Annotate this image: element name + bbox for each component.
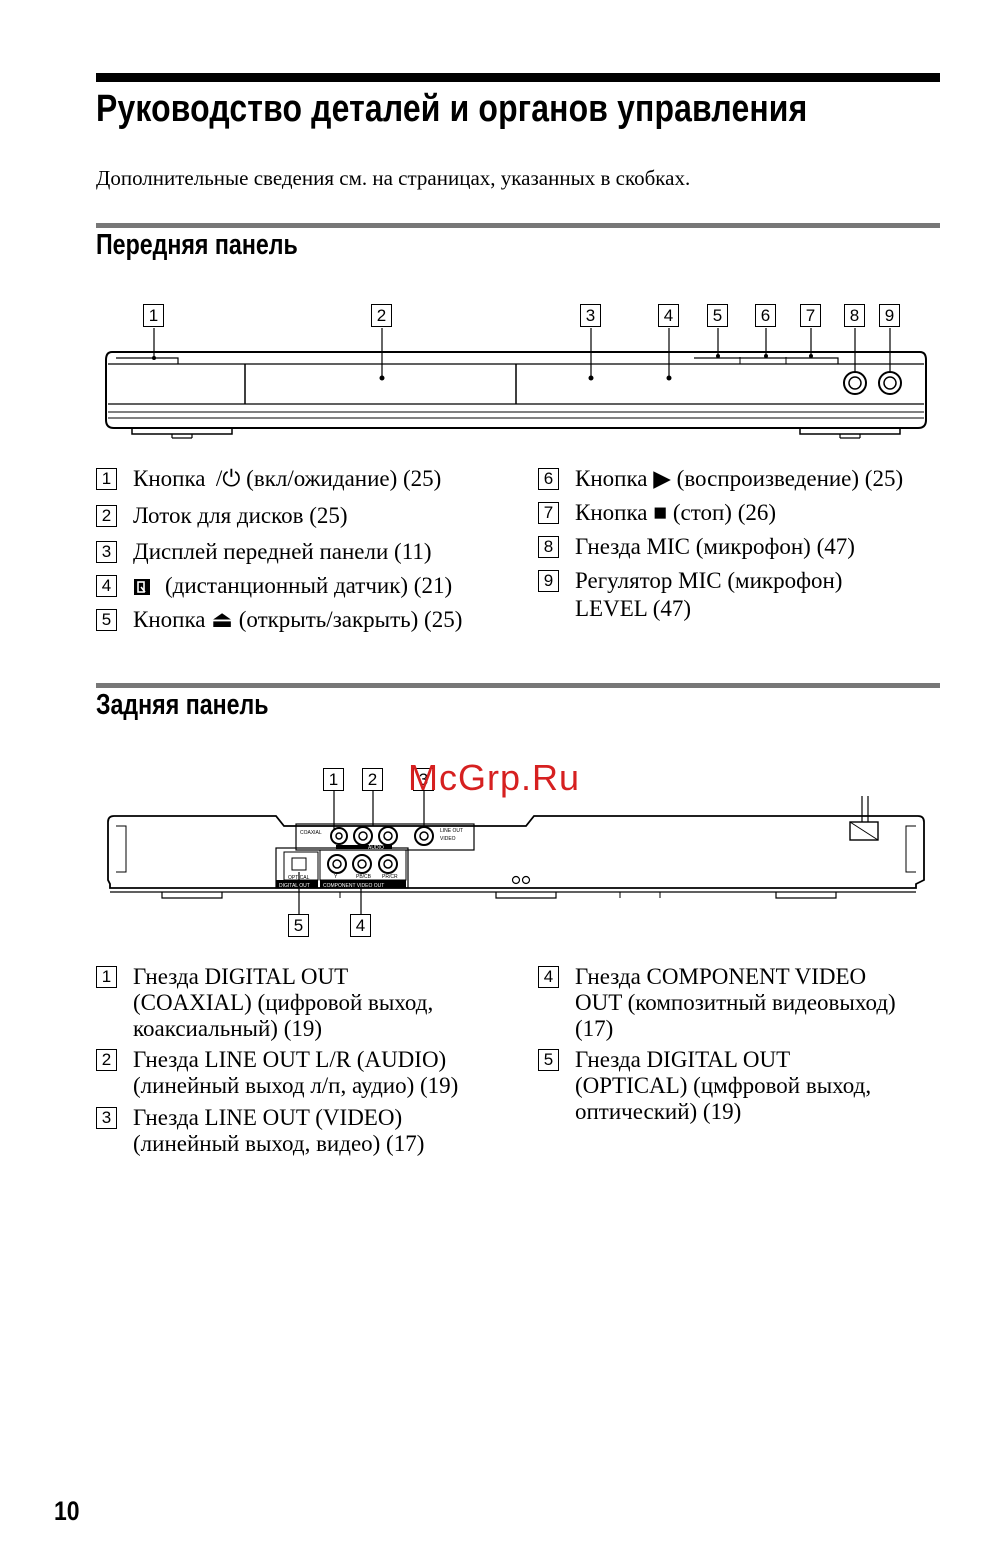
rear-callout-3: 3 — [413, 768, 434, 791]
rear-callout-4: 4 — [350, 914, 371, 937]
page-number: 10 — [54, 1496, 80, 1526]
page-title: Руководство деталей и органов управления — [96, 88, 808, 130]
front-callout-5: 5 — [707, 304, 728, 327]
jack-label-pr: PR/CR — [382, 874, 398, 880]
jack-label-coaxial: COAXIAL — [300, 830, 322, 836]
front-callout-1: 1 — [143, 304, 164, 327]
front-callout-2: 2 — [371, 304, 392, 327]
rear-panel-rule — [96, 683, 940, 688]
front-panel-rule — [96, 223, 940, 228]
title-rule — [96, 73, 940, 82]
rear-panel-drawing: COAXIAL AUDIO LINE OUT VIDEO OPTICAL DIG… — [107, 790, 925, 914]
front-callout-8: 8 — [844, 304, 865, 327]
front-panel-heading: Передняя панель — [96, 229, 298, 261]
front-callout-4: 4 — [658, 304, 679, 327]
rear-callout-5: 5 — [288, 914, 309, 937]
front-callout-3: 3 — [580, 304, 601, 327]
front-panel-drawing — [105, 328, 927, 439]
jack-label-video: VIDEO — [440, 836, 456, 842]
jack-label-y: Y — [334, 874, 338, 880]
jack-label-audio: AUDIO — [368, 845, 384, 851]
jack-label-optical: OPTICAL — [288, 875, 310, 881]
front-callout-6: 6 — [755, 304, 776, 327]
rear-callout-2: 2 — [362, 768, 383, 791]
remote-sensor-icon — [134, 579, 150, 595]
rear-callout-1: 1 — [323, 768, 344, 791]
jack-label-component: COMPONENT VIDEO OUT — [323, 883, 384, 889]
intro-text: Дополнительные сведения см. на страницах… — [96, 166, 691, 190]
jack-label-digital-out: DIGITAL OUT — [279, 883, 310, 889]
jack-label-line-out: LINE OUT — [440, 828, 463, 834]
front-callout-9: 9 — [879, 304, 900, 327]
front-callout-7: 7 — [800, 304, 821, 327]
jack-label-pb: PB/CB — [356, 874, 372, 880]
watermark: McGrp.Ru — [408, 757, 581, 798]
rear-panel-heading: Задняя панель — [96, 689, 269, 721]
